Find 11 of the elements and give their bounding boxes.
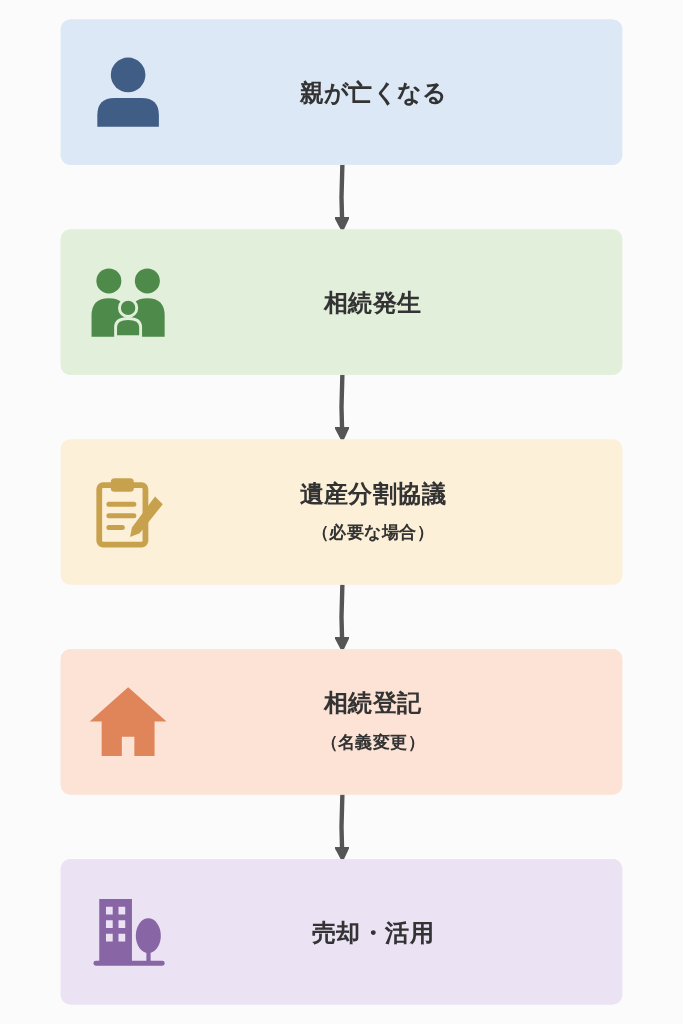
arrow — [334, 584, 350, 652]
step-note: （名義変更） — [320, 732, 426, 752]
step-title: 遺産分割協議 — [299, 478, 447, 507]
step-title: 相続登記 — [324, 688, 422, 717]
step-title: 親が亡くなる — [299, 77, 447, 106]
step-note: （必要な場合） — [311, 522, 435, 542]
arrow — [334, 794, 350, 862]
arrow — [334, 164, 350, 232]
step-title: 相続発生 — [324, 287, 422, 316]
arrow — [334, 374, 350, 442]
step-title: 売却・活用 — [311, 916, 435, 945]
